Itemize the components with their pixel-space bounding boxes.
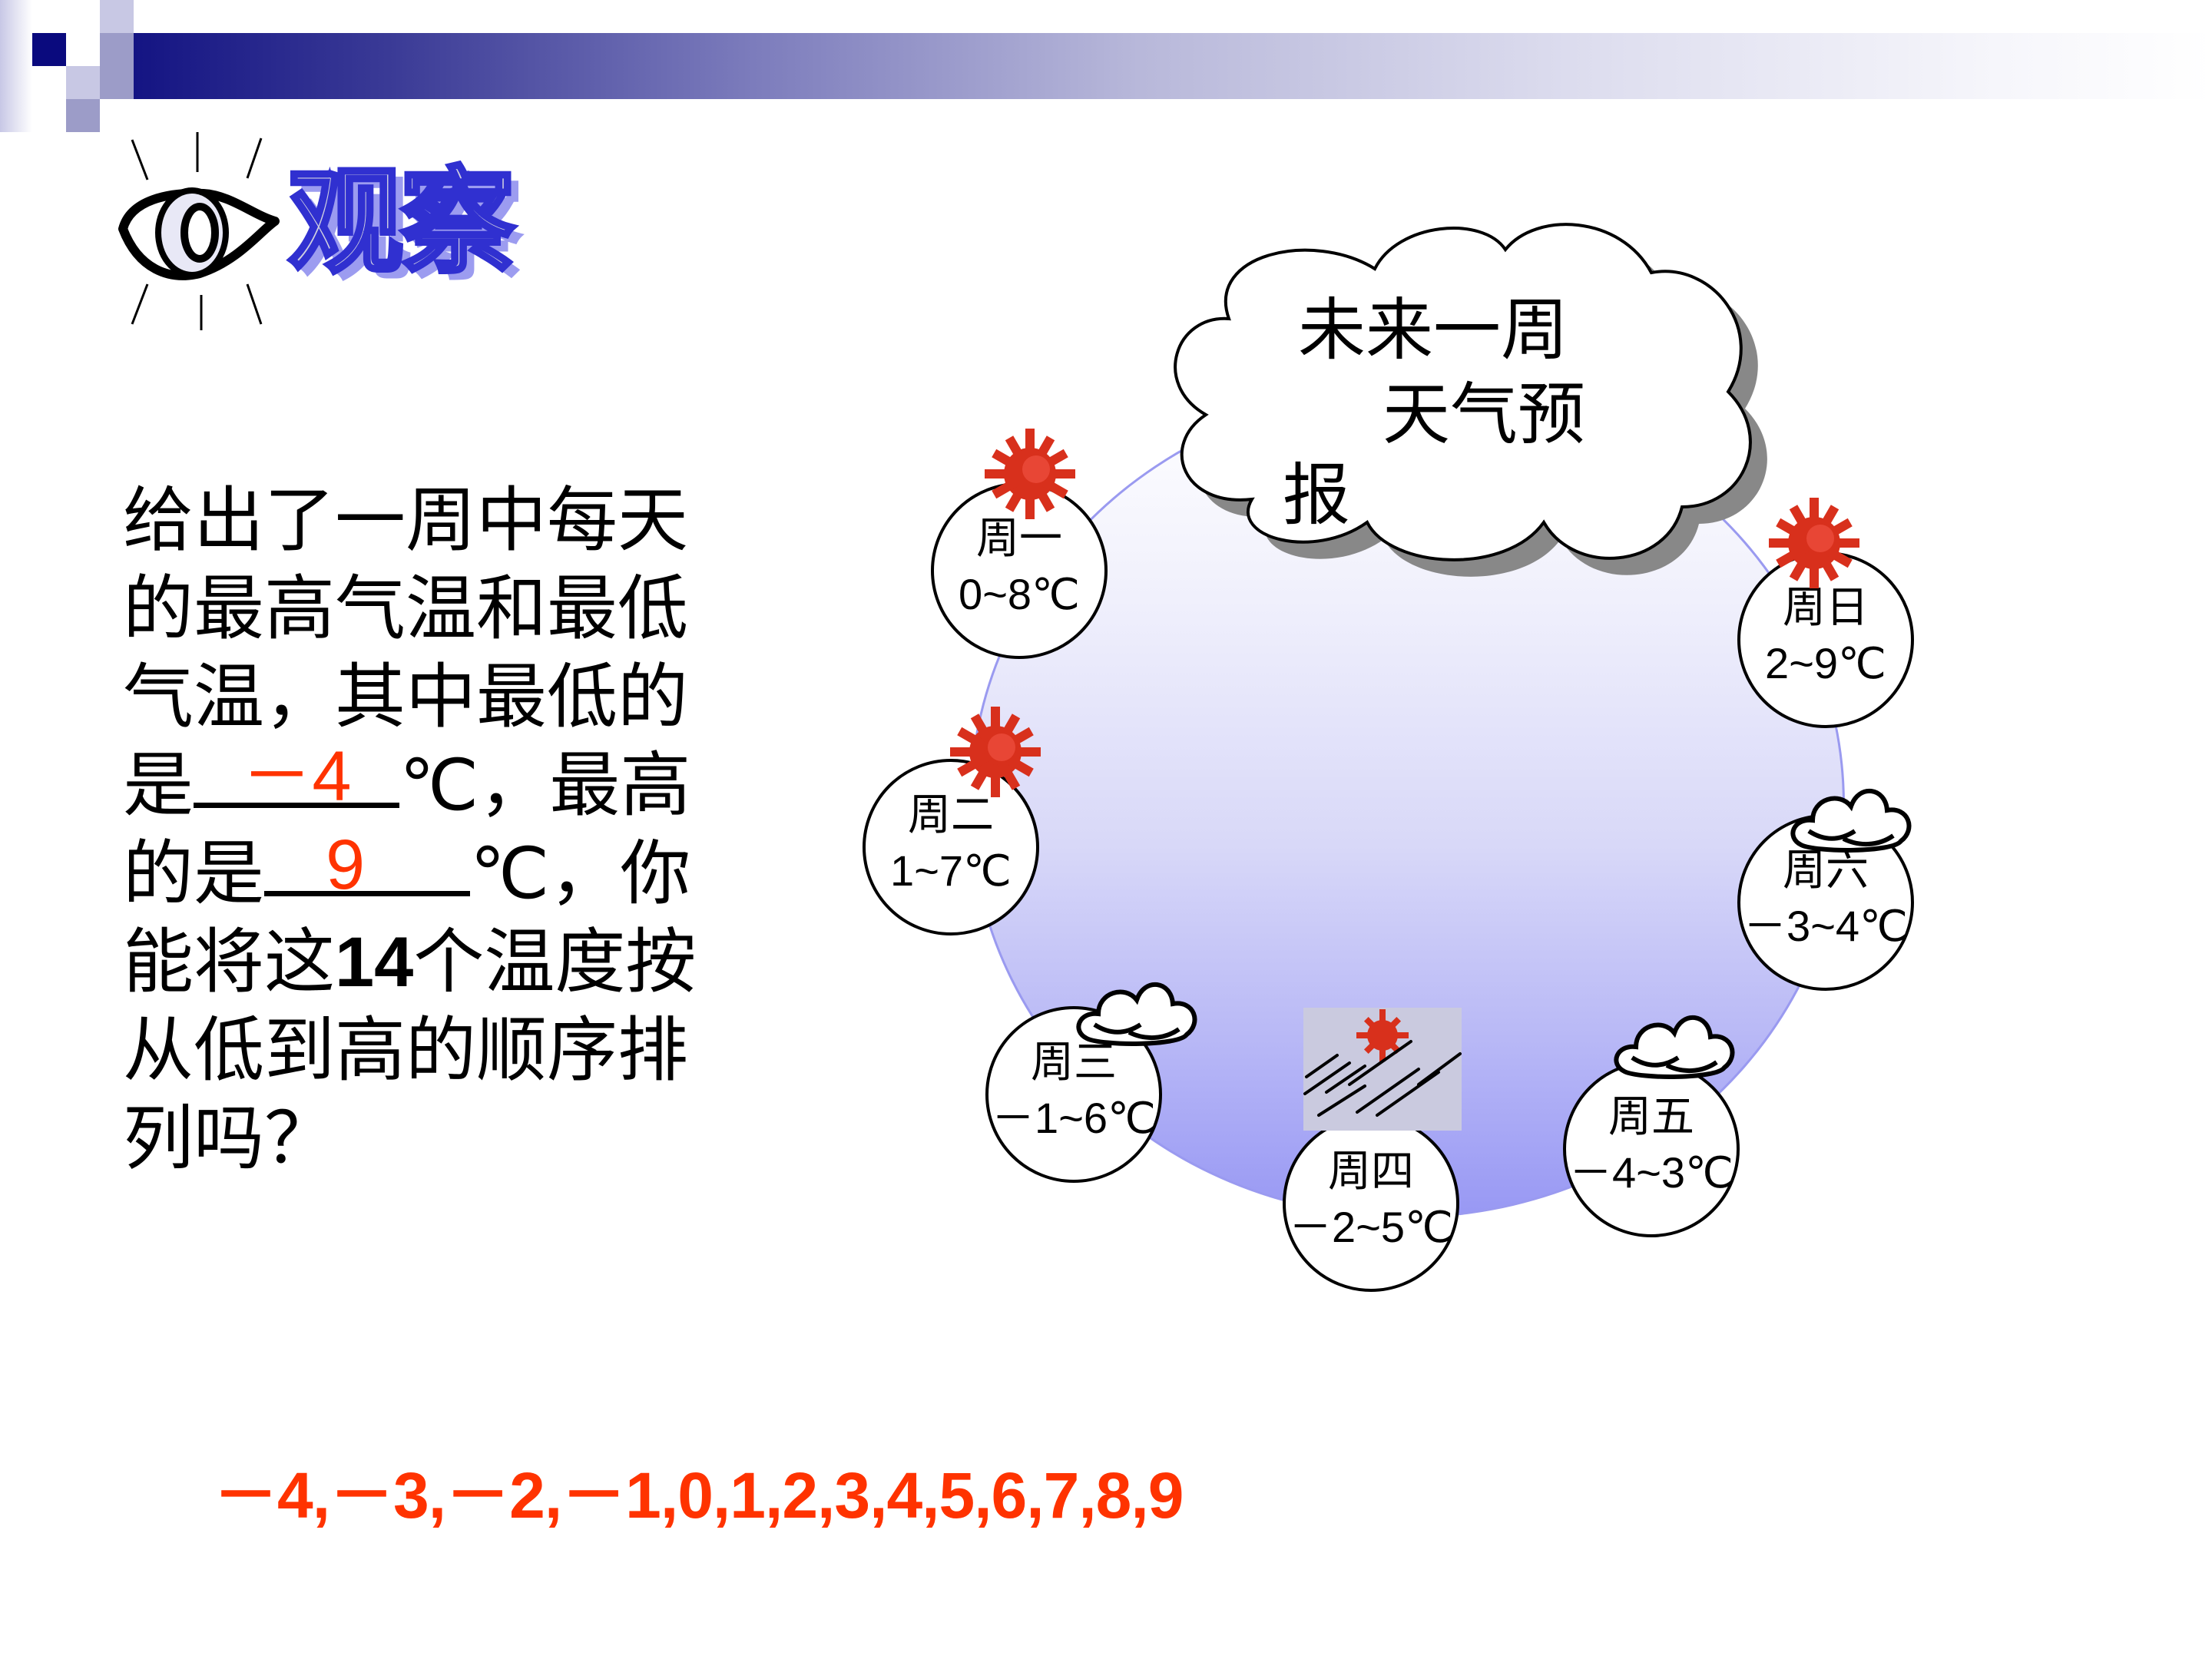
question-line: 的是 9 ℃，你 — [123, 826, 730, 918]
cloud-icon — [1076, 982, 1197, 1046]
header-left-gradient-strip — [0, 0, 32, 132]
sun-rain-icon — [1303, 1008, 1462, 1131]
day-name: 周六 — [1783, 846, 1869, 896]
day-thursday: 周四 －2~5℃ — [1283, 1115, 1459, 1292]
question-text-fragment: 能将这 — [123, 921, 336, 1003]
day-temp: 0~8℃ — [959, 570, 1080, 618]
sun-icon — [950, 707, 1041, 797]
question-text-fragment: 个温度按 — [413, 921, 697, 1003]
highest-temp-answer: 9 — [326, 826, 366, 904]
day-temp: －3~4℃ — [1743, 902, 1908, 950]
day-name: 周一 — [976, 514, 1062, 564]
day-temp: －4~3℃ — [1569, 1148, 1734, 1197]
day-temp: －2~5℃ — [1289, 1203, 1453, 1251]
forecast-title-cloud: 未来一周 天气预 报 — [1160, 215, 1851, 584]
question-line: 给出了一周中每天 — [123, 479, 689, 561]
eye-icon — [115, 131, 292, 332]
question-number: 14 — [335, 923, 414, 1002]
day-tuesday: 周二 1~7℃ — [863, 759, 1039, 935]
question-line: 气温，其中最低的 — [123, 656, 689, 738]
question-line: 从低到高的顺序排 — [123, 1009, 689, 1091]
forecast-title-line: 天气预 — [1382, 375, 1586, 454]
question-line: 能将这14个温度按 — [123, 918, 730, 1006]
lowest-temp-blank: －4 — [194, 737, 400, 816]
question-text-fragment: ℃，最高 — [399, 747, 691, 825]
day-name: 周二 — [908, 790, 994, 840]
day-name: 周日 — [1783, 583, 1869, 633]
question-text-fragment: 的是 — [123, 833, 265, 915]
header-square — [32, 33, 66, 66]
lowest-temp-answer: －4 — [241, 737, 352, 816]
cloud-icon — [1614, 1015, 1735, 1079]
day-name: 周四 — [1328, 1147, 1414, 1197]
day-name: 周五 — [1608, 1092, 1694, 1142]
day-temp: 1~7℃ — [890, 846, 1012, 895]
day-name: 周三 — [1031, 1038, 1117, 1088]
day-wednesday: 周三 －1~6℃ — [985, 1006, 1162, 1183]
header-square — [66, 33, 100, 66]
header-square — [66, 99, 100, 132]
day-monday: 周一 0~8℃ — [931, 482, 1108, 659]
day-temp: 2~9℃ — [1765, 639, 1886, 687]
forecast-title-line: 未来一周 — [1298, 290, 1569, 369]
highest-temp-blank: 9 — [264, 826, 471, 904]
sun-icon — [1769, 498, 1859, 588]
day-friday: 周五 －4~3℃ — [1563, 1061, 1740, 1237]
question-text-fragment: 是 — [123, 744, 194, 826]
day-temp: －1~6℃ — [992, 1094, 1156, 1142]
question-text: 给出了一周中每天 的最高气温和最低 气温，其中最低的 是 －4 ℃，最高 的是 9 ℃，… — [123, 476, 730, 1183]
cloud-icon — [1790, 789, 1912, 853]
day-sunday: 周日 2~9℃ — [1737, 551, 1914, 728]
header-square — [66, 0, 100, 33]
question-line: 列吗？ — [123, 1098, 336, 1180]
forecast-title-line: 报 — [1283, 455, 1351, 535]
question-line: 是 －4 ℃，最高 — [123, 737, 730, 830]
header-gradient-bar — [66, 33, 2212, 99]
sorted-temperatures-answer: －4,－3,－2,－1,0,1,2,3,4,5,6,7,8,9 — [214, 1459, 1184, 1532]
question-line: 的最高气温和最低 — [123, 568, 689, 650]
header-square — [100, 66, 134, 99]
slide-title: 观察 — [286, 156, 517, 290]
header-square — [100, 33, 134, 66]
header-square — [66, 66, 100, 99]
sun-icon — [985, 429, 1075, 519]
question-text-fragment: ℃，你 — [470, 835, 691, 913]
